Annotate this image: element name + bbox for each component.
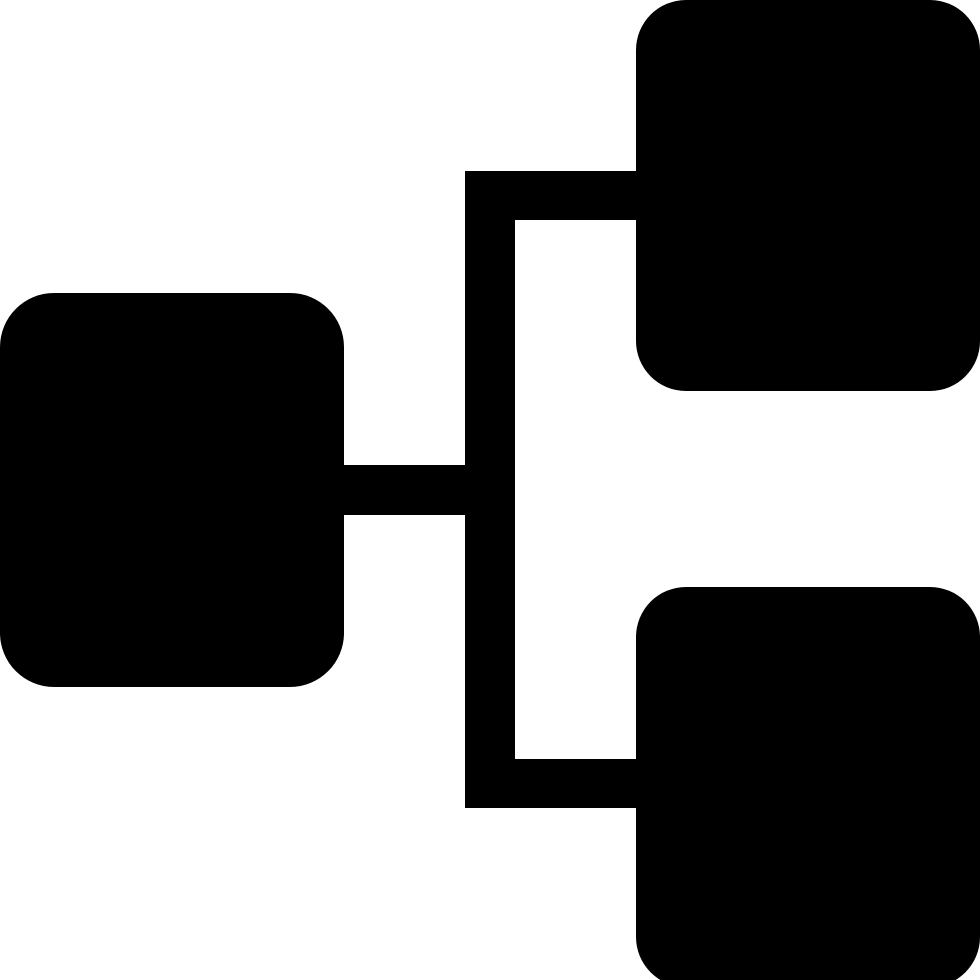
root-node	[0, 293, 344, 687]
connector-root-to-branch	[330, 465, 490, 515]
hierarchy-connectors	[330, 171, 650, 808]
child-node-top	[636, 0, 980, 391]
child-node-bottom	[636, 587, 980, 980]
connector-branch-to-bottom	[465, 759, 650, 808]
connector-branch-to-top	[465, 171, 650, 220]
connector-branch-vertical	[465, 171, 515, 808]
